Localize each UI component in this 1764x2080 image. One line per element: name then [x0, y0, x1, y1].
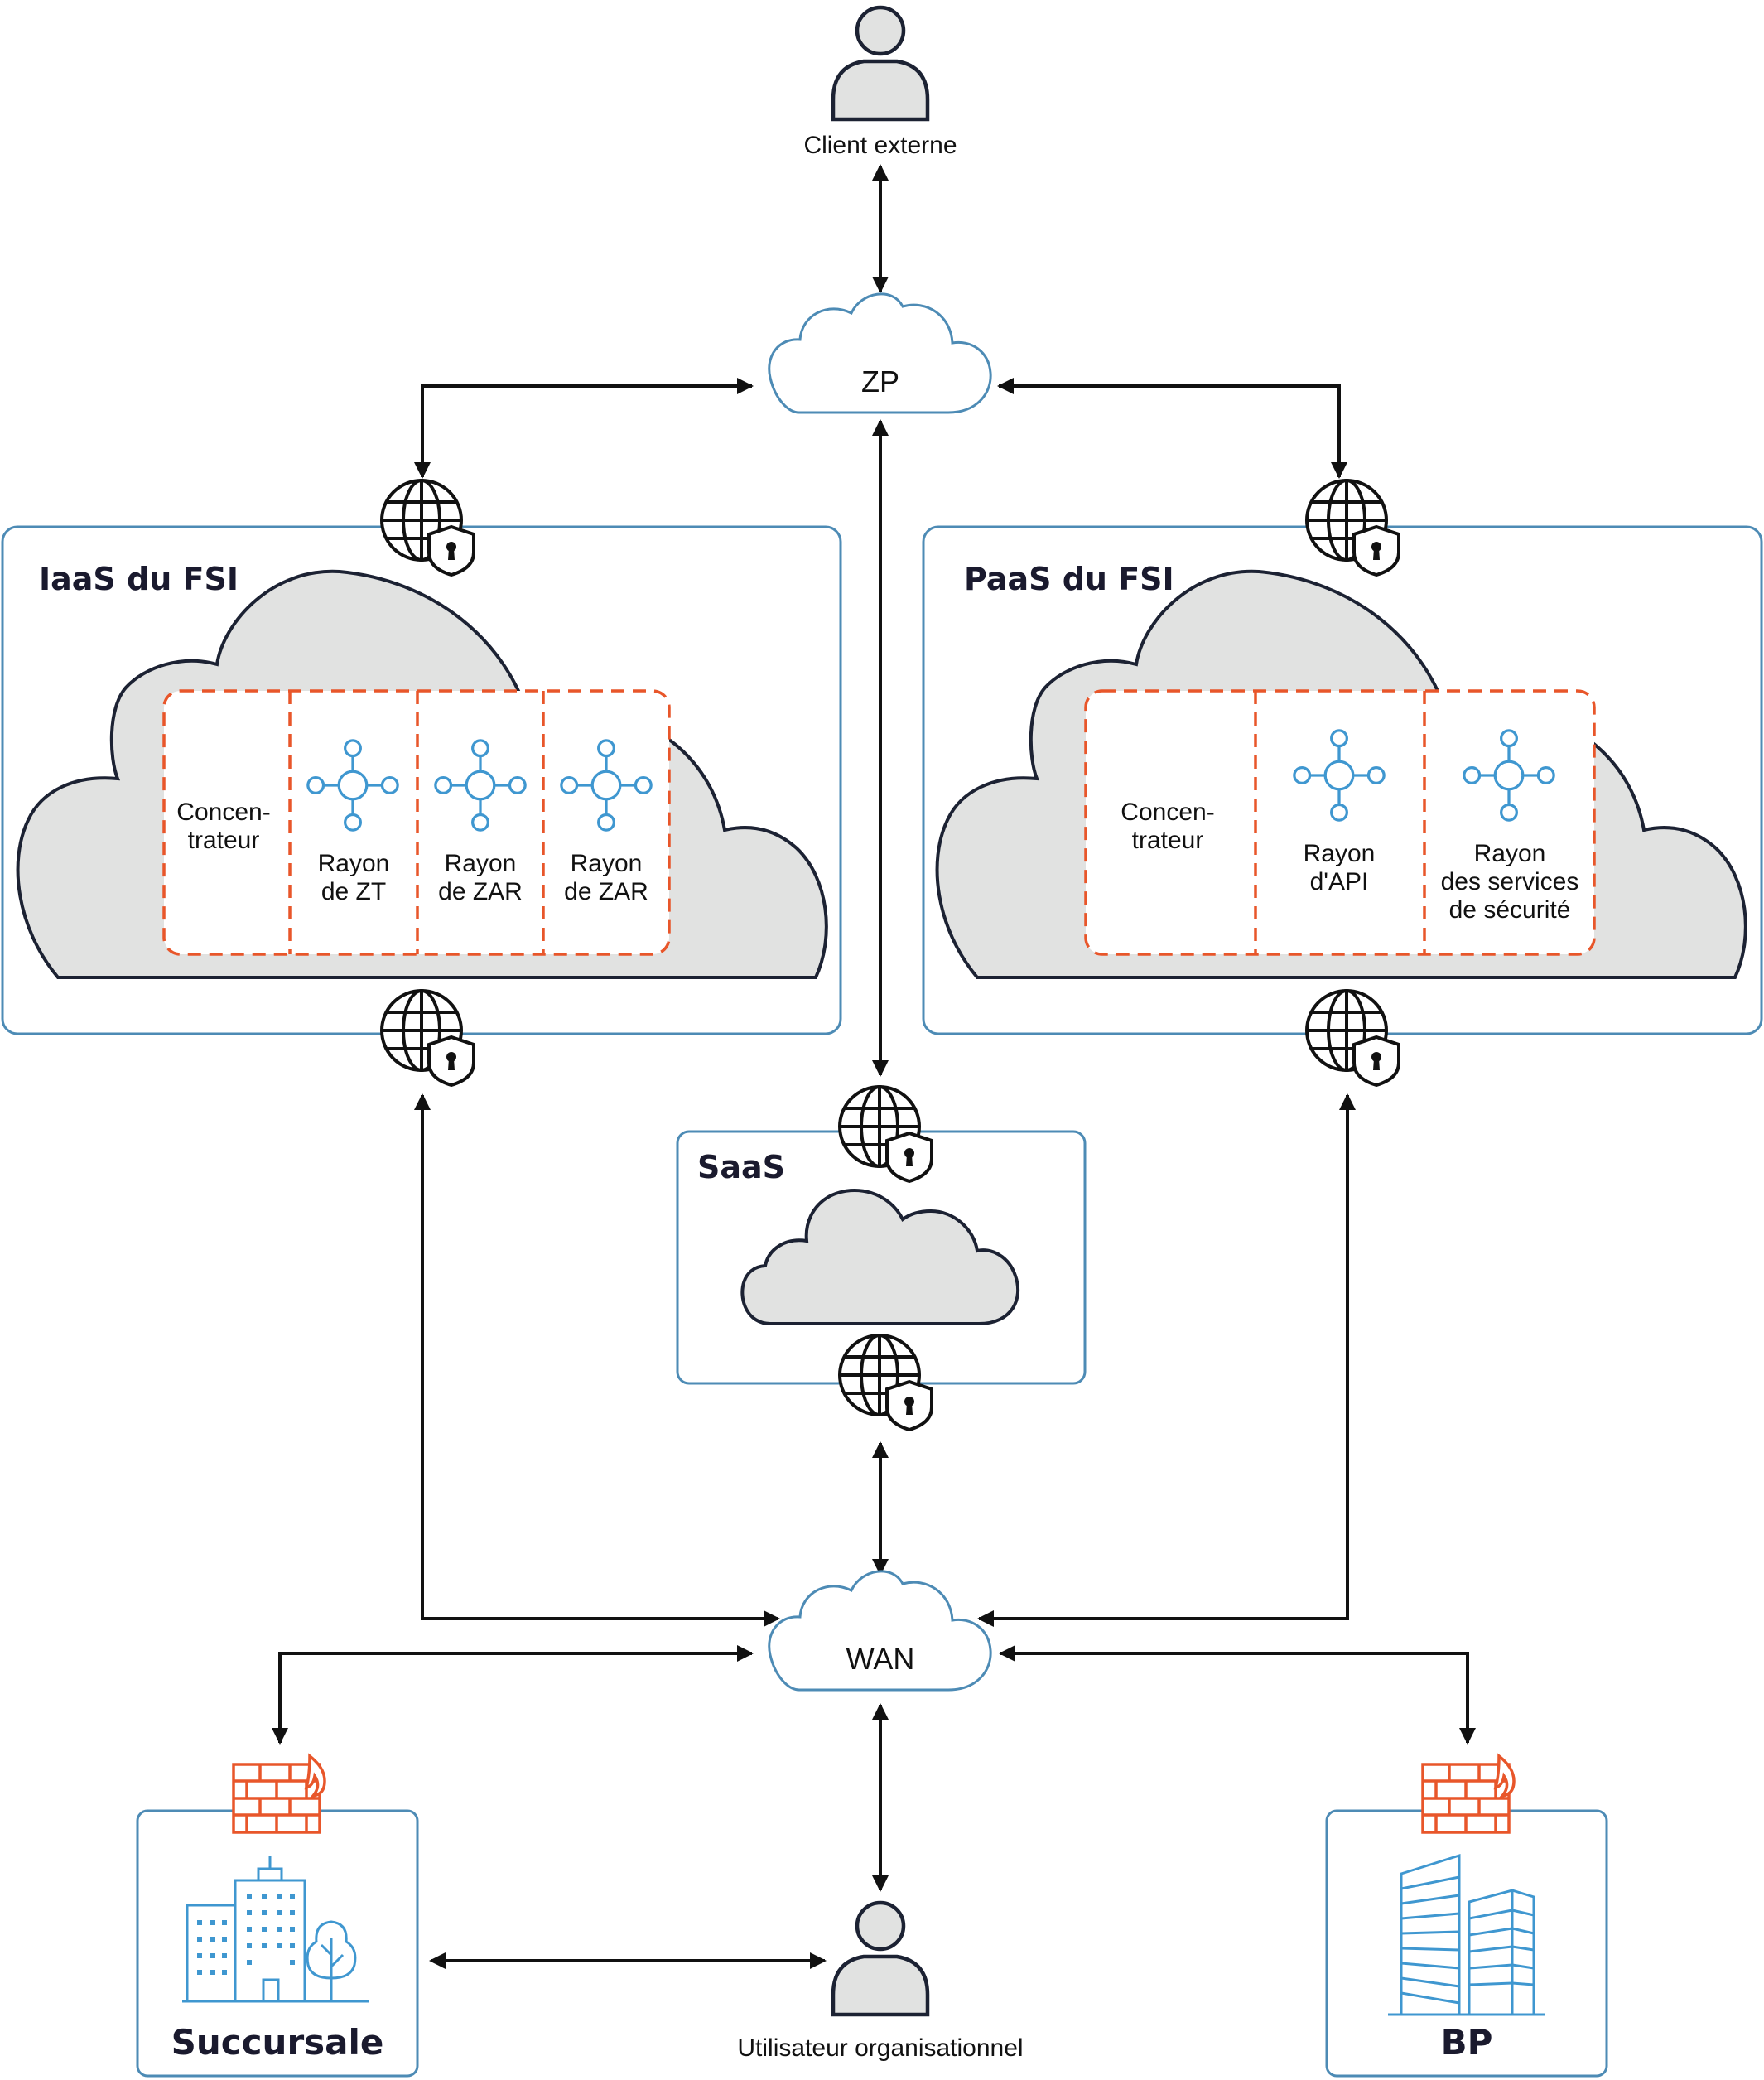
org-user-label: Utilisateur organisationnel: [737, 2034, 1023, 2062]
iaas-cell-0-line1: Concen-: [176, 799, 270, 826]
external-client-node: Client externe: [803, 7, 957, 159]
connector-iaas-wan: [414, 1093, 780, 1627]
person-icon: [833, 1903, 928, 2015]
person-icon: [833, 7, 928, 119]
iaas-cell-2-line2: de ZAR: [438, 878, 523, 905]
firewall-icon: [232, 1754, 326, 1834]
paas-cell-1-line2: d'API: [1310, 868, 1369, 895]
connectors: [272, 164, 1476, 1969]
iaas-title: IaaS du FSI: [39, 561, 239, 597]
iaas-cell-1-line2: de ZT: [321, 878, 386, 905]
iaas-cell-3-line2: de ZAR: [564, 878, 648, 905]
external-client-label: Client externe: [803, 132, 957, 159]
iaas-spoke-zar-cell-2: Rayon de ZAR: [560, 739, 653, 905]
succursale-label: Succursale: [171, 2022, 384, 2063]
iaas-cell-0-line2: trateur: [188, 827, 260, 854]
paas-title: PaaS du FSI: [964, 561, 1174, 597]
connector-zp-paas: [997, 378, 1347, 479]
paas-panel: PaaS du FSI Concen- trateur Rayon d'API …: [922, 479, 1763, 1087]
connector-paas-wan: [977, 1093, 1356, 1627]
connector-wan-succursale: [272, 1645, 754, 1745]
iaas-spoke-zar-cell-1: Rayon de ZAR: [434, 739, 527, 905]
paas-cell-2-line2: des services: [1441, 868, 1579, 895]
wan-label: WAN: [846, 1642, 915, 1676]
iaas-panel: IaaS du FSI Concen- trateur Rayon de ZT …: [1, 479, 842, 1087]
paas-cell-0-line2: trateur: [1132, 827, 1204, 854]
zp-cloud: ZP: [768, 292, 992, 414]
saas-panel: SaaS: [676, 1085, 1087, 1431]
bp-label: BP: [1441, 2022, 1493, 2063]
bp-panel: BP: [1325, 1754, 1608, 2078]
saas-cloud: [740, 1188, 1020, 1325]
paas-concentrator-cell: Concen- trateur: [1121, 799, 1214, 854]
succursale-panel: Succursale: [136, 1754, 419, 2078]
saas-title: SaaS: [697, 1149, 785, 1185]
paas-cell-1-line1: Rayon: [1304, 840, 1376, 867]
connector-zp-iaas: [414, 378, 754, 479]
paas-cell-0-line1: Concen-: [1121, 799, 1214, 826]
zp-label: ZP: [861, 364, 899, 398]
paas-spoke-api-cell: Rayon d'API: [1293, 729, 1386, 895]
paas-spoke-security-cell: Rayon des services de sécurité: [1441, 729, 1579, 924]
paas-dashed-container: [1084, 689, 1596, 956]
wan-cloud-shape: [768, 1570, 992, 1692]
paas-cell-2-line1: Rayon: [1474, 840, 1546, 867]
iaas-cell-3-line1: Rayon: [571, 850, 643, 877]
firewall-icon: [1421, 1754, 1516, 1834]
connector-wan-bp: [999, 1645, 1476, 1745]
iaas-spoke-zt-cell: Rayon de ZT: [306, 739, 399, 905]
wan-cloud: WAN: [768, 1570, 992, 1692]
iaas-cell-2-line1: Rayon: [445, 850, 517, 877]
iaas-concentrator-cell: Concen- trateur: [176, 799, 270, 854]
zp-cloud-shape: [768, 292, 992, 414]
iaas-cell-1-line1: Rayon: [318, 850, 390, 877]
org-user-node: Utilisateur organisationnel: [737, 1903, 1024, 2062]
paas-cell-2-line3: de sécurité: [1449, 896, 1571, 924]
